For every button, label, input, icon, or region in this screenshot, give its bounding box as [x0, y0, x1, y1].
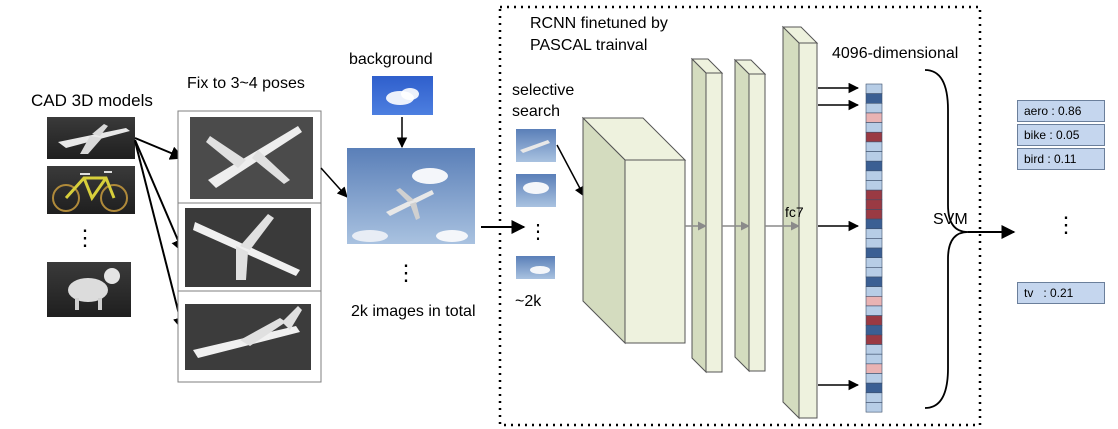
feature-vector-cell: [865, 209, 883, 220]
cad-model-sheep: [47, 262, 131, 317]
feature-vector-cell: [865, 170, 883, 181]
feature-vector-cell: [865, 189, 883, 201]
pose-3: [185, 304, 311, 370]
rcnn-frame: [498, 5, 982, 427]
crops-ellipsis: ⋮: [528, 221, 548, 243]
conv-block: [581, 116, 687, 345]
pose-2: [185, 208, 311, 287]
pose-1: [190, 117, 313, 199]
score-bird: bird : 0.11: [1017, 148, 1105, 170]
feature-vector-cell: [865, 373, 883, 384]
fc-layer-fc7: [781, 25, 819, 420]
feature-vector-cell: [865, 238, 883, 249]
selective-search-label-2: search: [512, 103, 561, 120]
feature-vector-cell: [865, 267, 883, 278]
region-crop-1: [516, 129, 556, 162]
feature-vector-cell: [865, 122, 883, 133]
feature-vector-cell: [865, 180, 883, 191]
region-crop-2: [516, 174, 556, 207]
feature-dim-label: 4096-dimensional: [832, 45, 959, 62]
feature-vector-cell: [865, 315, 883, 326]
feature-vector-cell: [865, 141, 883, 152]
two-k-label: ~2k: [515, 293, 542, 310]
feature-vector-cell: [865, 257, 883, 268]
feature-vector-cell: [865, 151, 883, 162]
feature-vector-cell: [865, 83, 883, 94]
images-total-label: 2k images in total: [351, 303, 476, 320]
rcnn-title-1: RCNN finetuned by: [530, 15, 668, 32]
feature-vector-cell: [865, 247, 883, 259]
feature-vector-cell: [865, 363, 883, 374]
score-bike: bike : 0.05: [1017, 124, 1105, 146]
cad-model-bicycle: [47, 166, 135, 214]
feature-vector-cell: [865, 324, 883, 336]
fc-layer-2: [733, 58, 767, 373]
background-image: [372, 76, 433, 115]
arrow-crop-to-cnn: [556, 144, 585, 197]
selective-search-label-1: selective: [512, 82, 575, 99]
composite-ellipsis: ⋮: [395, 260, 417, 285]
feature-vector-cell: [865, 112, 883, 123]
feature-vector-cell: [865, 276, 883, 287]
feature-vector-cell: [865, 334, 883, 345]
feature-vector-cell: [865, 382, 883, 394]
score-tv: tv : 0.21: [1017, 282, 1105, 304]
feature-vector-cell: [865, 353, 883, 365]
feature-vector-cell: [865, 103, 883, 114]
score-aero: aero : 0.86: [1017, 100, 1105, 122]
feature-vector-cell: [865, 295, 883, 307]
background-label: background: [349, 51, 433, 68]
arrow-cad-to-pose1: [134, 137, 185, 160]
arrow-cad-to-pose3: [134, 140, 187, 332]
feature-vector-cell: [865, 344, 883, 355]
feature-vector-cell: [865, 305, 883, 316]
scores-ellipsis: ⋮: [1055, 212, 1077, 237]
svm-label: SVM: [933, 211, 968, 228]
feature-vector-cell: [865, 402, 883, 413]
arrow-poses-to-composite: [320, 167, 348, 198]
cad-ellipsis: ⋮: [74, 225, 96, 250]
feature-vector: [865, 83, 883, 413]
region-crop-3: [516, 256, 555, 279]
cad-model-airplane: [47, 117, 135, 159]
cad-models-label: CAD 3D models: [31, 91, 153, 110]
feature-vector-cell: [865, 392, 883, 403]
feature-vector-cell: [865, 93, 883, 104]
composite-image: [347, 148, 475, 244]
arrow-cad-to-pose2: [134, 139, 185, 254]
rcnn-title-2: PASCAL trainval: [530, 37, 648, 54]
feature-vector-cell: [865, 199, 883, 210]
feature-vector-cell: [865, 218, 883, 230]
feature-vector-cell: [865, 228, 883, 239]
feature-vector-cell: [865, 131, 883, 143]
fix-poses-label: Fix to 3~4 poses: [187, 75, 305, 92]
fc-layer-1: [690, 57, 724, 374]
feature-vector-cell: [865, 160, 883, 172]
svm-brace: [924, 69, 969, 409]
fc7-label: fc7: [785, 204, 804, 220]
feature-vector-cell: [865, 286, 883, 297]
